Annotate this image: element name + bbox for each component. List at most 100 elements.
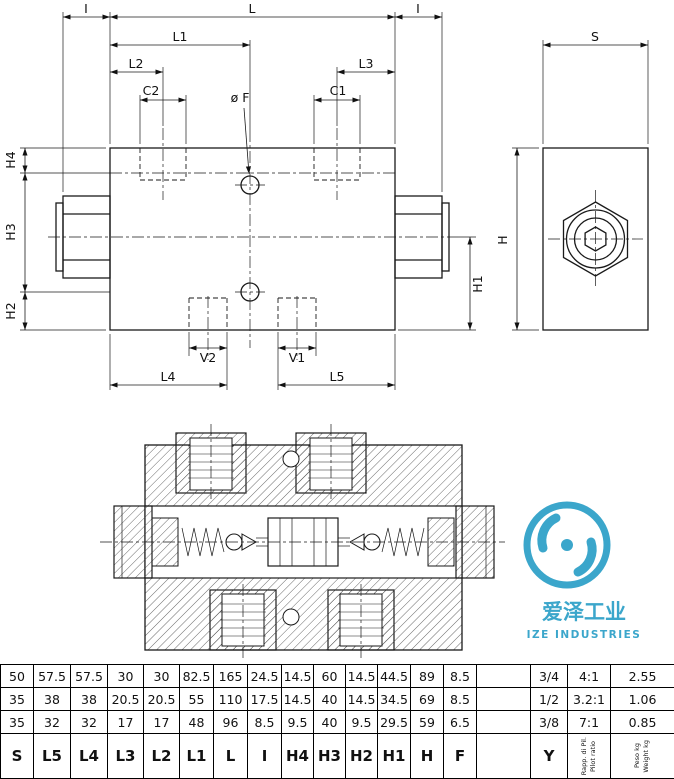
dimension-table: 50 57.5 57.5 30 30 82.5 165 24.5 14.5 60… xyxy=(0,664,674,779)
dim-label-l3: L3 xyxy=(359,56,374,71)
table-cell: 9.5 xyxy=(346,711,378,734)
table-cell: 8.5 xyxy=(444,688,477,711)
dim-label-v1: V1 xyxy=(289,350,306,365)
column-header-l2: L2 xyxy=(144,734,180,779)
table-header-row: S L5 L4 L3 L2 L1 L I H4 H3 H2 H1 H F Y R… xyxy=(1,734,674,779)
column-header-l: L xyxy=(214,734,248,779)
table-cell: 14.5 xyxy=(282,665,314,688)
column-header-h2: H2 xyxy=(346,734,378,779)
table-cell: 8.5 xyxy=(444,665,477,688)
table-cell: 60 xyxy=(314,665,346,688)
pilot-ratio-label-en: Pilot ratio xyxy=(590,741,598,772)
table-cell: 20.5 xyxy=(108,688,144,711)
table-cell: 17 xyxy=(144,711,180,734)
table-cell: 17 xyxy=(108,711,144,734)
table-cell-spacer xyxy=(477,665,531,688)
table-cell: 59 xyxy=(411,711,444,734)
table-cell: 6.5 xyxy=(444,711,477,734)
dim-label-v2: V2 xyxy=(200,350,217,365)
column-header-h4: H4 xyxy=(282,734,314,779)
table-cell: 55 xyxy=(180,688,214,711)
dim-label-h1: H1 xyxy=(470,275,485,292)
table-cell: 32 xyxy=(34,711,71,734)
dim-label-i-left: I xyxy=(84,1,88,16)
table-cell: 14.5 xyxy=(346,688,378,711)
column-header-l1: L1 xyxy=(180,734,214,779)
table-cell: 165 xyxy=(214,665,248,688)
column-header-pilot-ratio: Rapp. di Pil. Pilot ratio xyxy=(568,734,611,779)
column-header-spacer xyxy=(477,734,531,779)
table-cell: 7:1 xyxy=(568,711,611,734)
pilot-ratio-label-it: Rapp. di Pil. xyxy=(581,737,589,775)
table-cell: 14.5 xyxy=(282,688,314,711)
watermark-english-text: IZE INDUSTRIES xyxy=(527,629,642,641)
valve-drawing-svg: I L I L1 L2 L3 C2 C1 ø F H4 H3 xyxy=(0,0,674,662)
dim-label-l: L xyxy=(249,1,256,16)
table-cell: 40 xyxy=(314,688,346,711)
dim-label-l4: L4 xyxy=(161,369,176,384)
table-cell: 69 xyxy=(411,688,444,711)
dim-label-l2: L2 xyxy=(129,56,144,71)
table-cell-spacer xyxy=(477,711,531,734)
table-cell: 8.5 xyxy=(248,711,282,734)
table-cell: 14.5 xyxy=(346,665,378,688)
watermark: 爱泽工业 IZE INDUSTRIES xyxy=(527,505,642,641)
table-cell: 50 xyxy=(1,665,34,688)
side-view: S H xyxy=(495,29,648,330)
watermark-chinese-text: 爱泽工业 xyxy=(542,600,626,624)
dim-label-f: ø F xyxy=(231,90,250,105)
dim-label-h: H xyxy=(495,235,510,244)
table-cell: 17.5 xyxy=(248,688,282,711)
table-cell: 9.5 xyxy=(282,711,314,734)
table-cell: 57.5 xyxy=(34,665,71,688)
section-view xyxy=(100,424,505,658)
table-cell: 3/4 xyxy=(531,665,568,688)
column-header-weight: Peso kg Weight kg xyxy=(611,734,674,779)
table-row-size-12: 35 38 38 20.5 20.5 55 110 17.5 14.5 40 1… xyxy=(1,688,674,711)
table-cell: 35 xyxy=(1,688,34,711)
column-header-h: H xyxy=(411,734,444,779)
table-cell: 110 xyxy=(214,688,248,711)
table-row-size-38: 35 32 32 17 17 48 96 8.5 9.5 40 9.5 29.5… xyxy=(1,711,674,734)
dim-label-c1: C1 xyxy=(330,83,347,98)
dim-label-s: S xyxy=(591,29,599,44)
table-cell: 34.5 xyxy=(378,688,411,711)
weight-label-en: Weight kg xyxy=(643,740,651,773)
column-header-i: I xyxy=(248,734,282,779)
table-cell: 2.55 xyxy=(611,665,674,688)
table-cell: 89 xyxy=(411,665,444,688)
dim-label-h3: H3 xyxy=(3,223,18,240)
table-row-size-34: 50 57.5 57.5 30 30 82.5 165 24.5 14.5 60… xyxy=(1,665,674,688)
table-cell: 40 xyxy=(314,711,346,734)
table-cell: 29.5 xyxy=(378,711,411,734)
front-view xyxy=(48,128,458,360)
table-cell: 0.85 xyxy=(611,711,674,734)
table-cell: 4:1 xyxy=(568,665,611,688)
column-header-h1: H1 xyxy=(378,734,411,779)
dim-label-l1: L1 xyxy=(173,29,188,44)
table-cell: 3.2:1 xyxy=(568,688,611,711)
column-header-h3: H3 xyxy=(314,734,346,779)
column-header-s: S xyxy=(1,734,34,779)
dim-label-c2: C2 xyxy=(143,83,160,98)
table-cell: 38 xyxy=(34,688,71,711)
table-cell: 96 xyxy=(214,711,248,734)
table-cell-spacer xyxy=(477,688,531,711)
column-header-l4: L4 xyxy=(71,734,108,779)
table-cell: 30 xyxy=(108,665,144,688)
table-cell: 30 xyxy=(144,665,180,688)
table-cell: 35 xyxy=(1,711,34,734)
table-cell: 48 xyxy=(180,711,214,734)
table-cell: 1.06 xyxy=(611,688,674,711)
dim-label-i-right: I xyxy=(416,1,420,16)
dim-label-h4: H4 xyxy=(3,151,18,168)
table-cell: 20.5 xyxy=(144,688,180,711)
dim-label-l5: L5 xyxy=(330,369,345,384)
valve-body-outline xyxy=(110,148,395,330)
technical-drawing: I L I L1 L2 L3 C2 C1 ø F H4 H3 xyxy=(0,0,674,662)
column-header-f: F xyxy=(444,734,477,779)
column-header-y: Y xyxy=(531,734,568,779)
table-cell: 38 xyxy=(71,688,108,711)
table-cell: 1/2 xyxy=(531,688,568,711)
